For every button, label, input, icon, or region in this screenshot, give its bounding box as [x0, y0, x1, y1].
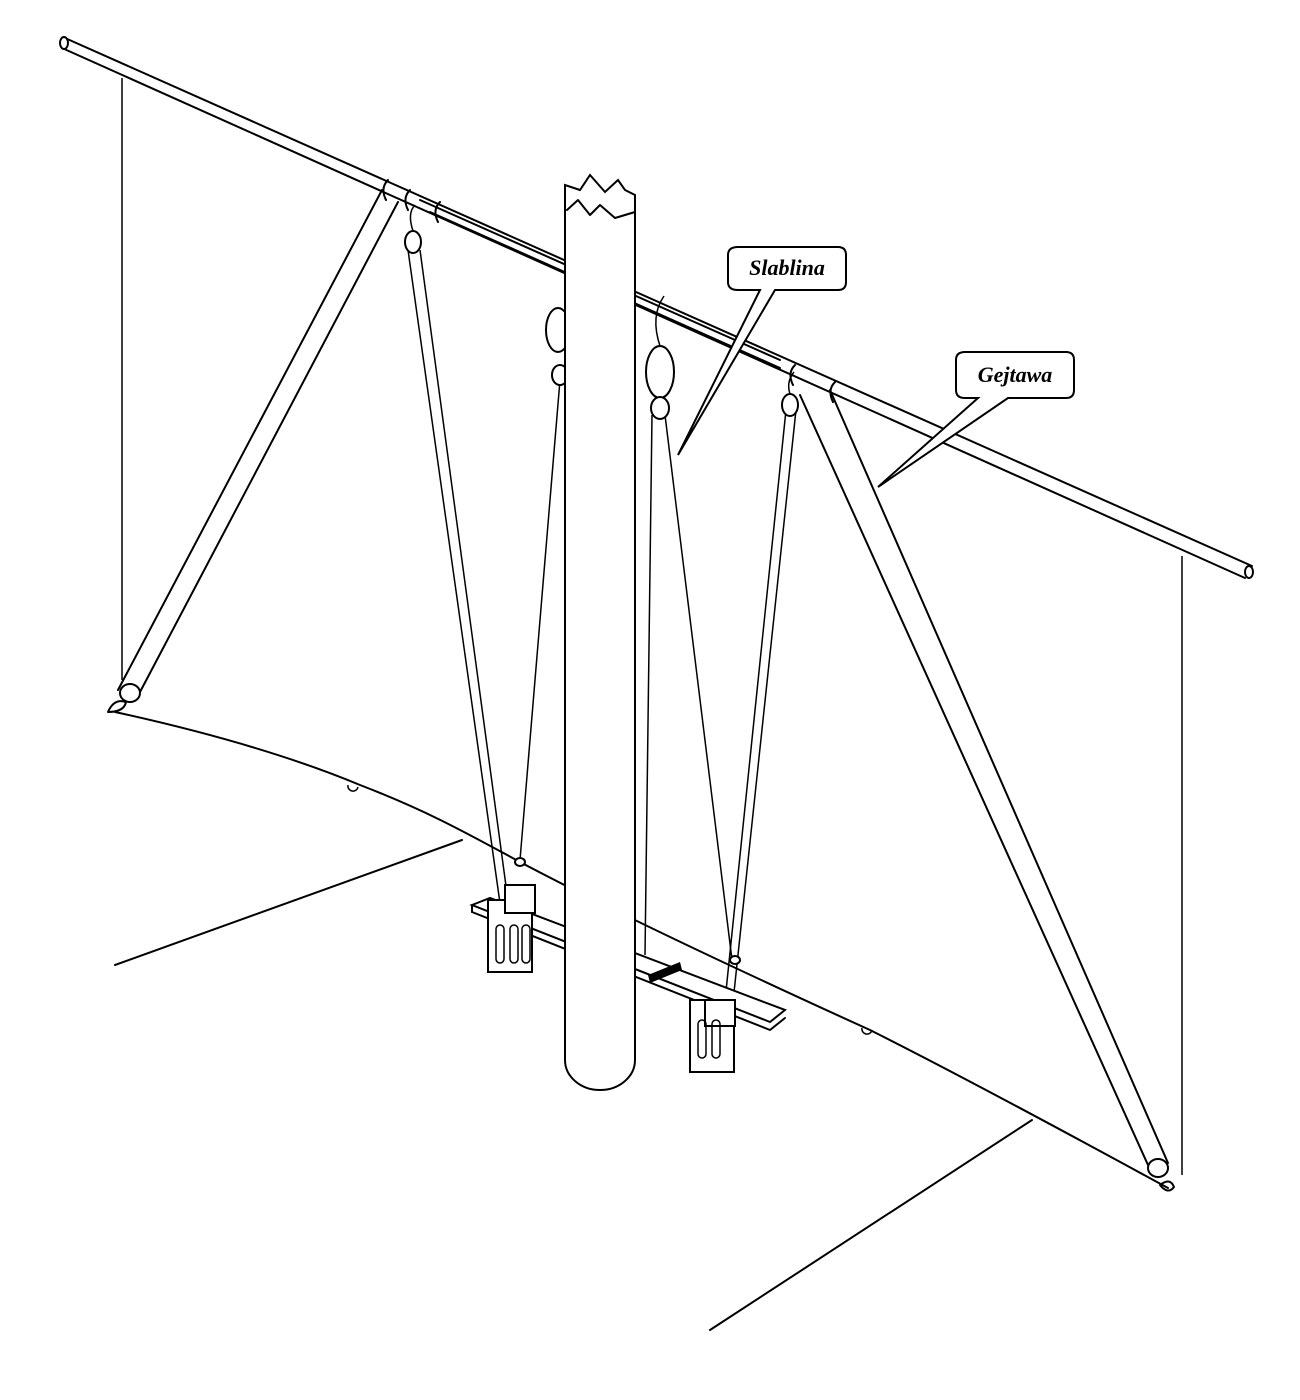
- yard: [59, 36, 1254, 579]
- lashing: [648, 962, 682, 983]
- spar-left: [107, 189, 399, 713]
- callout-gejtawa-shape: [877, 351, 1075, 488]
- floor-line-left: [114, 839, 463, 966]
- reef-points: [347, 784, 873, 1035]
- mast: [564, 173, 636, 1091]
- label-gejtawa: Gejtawa: [977, 362, 1053, 387]
- floor-line-right: [709, 1119, 1033, 1331]
- rigging-lines: [407, 249, 797, 1031]
- sail-foot: [114, 711, 1169, 1189]
- callout-slablina-shape: [677, 246, 847, 456]
- pulley-blocks: [404, 204, 799, 965]
- label-slablina: Slablina: [749, 255, 825, 280]
- spar-right: [799, 389, 1175, 1192]
